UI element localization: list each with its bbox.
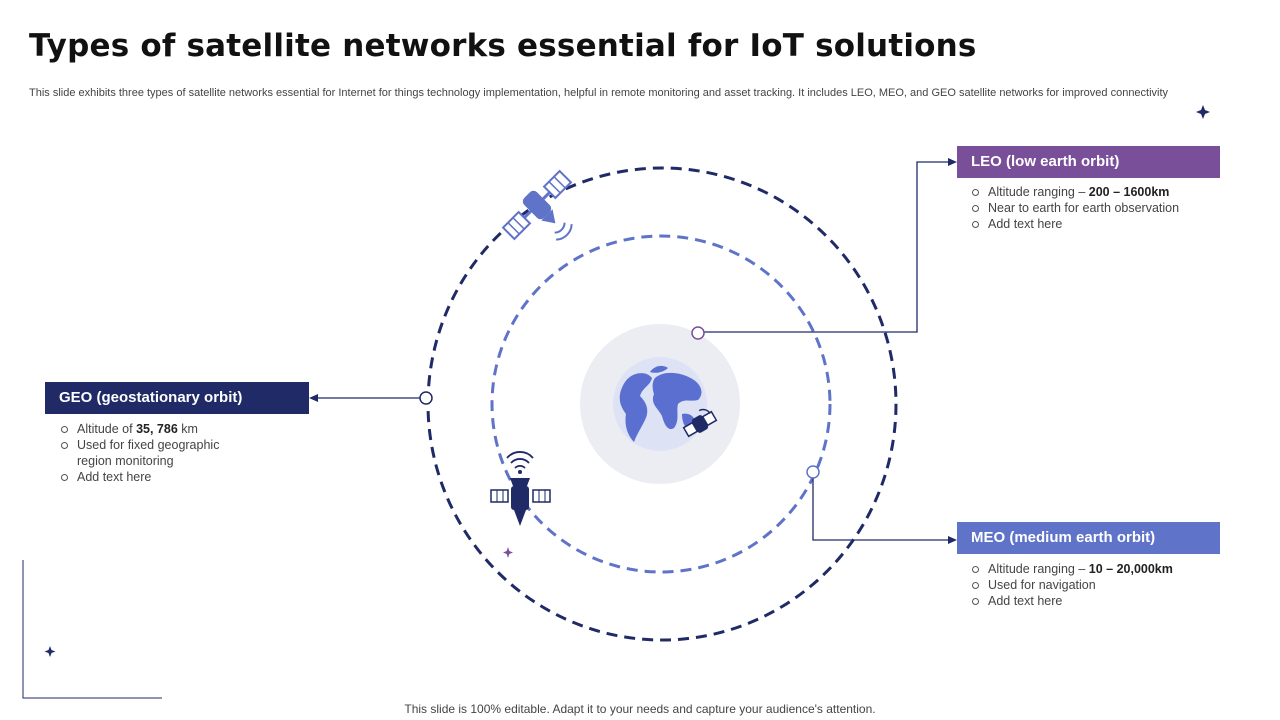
outer-orbit	[426, 166, 898, 642]
footer-note: This slide is 100% editable. Adapt it to…	[404, 702, 876, 716]
sparkle-icon	[503, 547, 513, 558]
sparkle-icon	[1196, 105, 1210, 119]
list-item: Used for fixed geographic region monitor…	[59, 437, 249, 469]
meo-marker	[806, 465, 820, 479]
globe-icon	[613, 357, 707, 451]
list-item: Used for navigation	[970, 577, 1220, 593]
page-subtitle: This slide exhibits three types of satel…	[29, 87, 1169, 99]
page-title: Types of satellite networks essential fo…	[29, 28, 977, 64]
list-item: Add text here	[970, 593, 1220, 609]
leo-panel-title: LEO (low earth orbit)	[957, 146, 1220, 178]
list-item: Near to earth for earth observation	[970, 200, 1220, 216]
list-item: Altitude of 35, 786 km	[59, 421, 249, 437]
satellite-icon	[490, 451, 551, 526]
leo-connector	[704, 161, 950, 333]
meo-bullet-list: Altitude ranging – 10 – 20,000km Used fo…	[970, 561, 1220, 609]
list-item: Altitude ranging – 200 – 1600km	[970, 184, 1220, 200]
list-item: Altitude ranging – 10 – 20,000km	[970, 561, 1220, 577]
meo-panel-title: MEO (medium earth orbit)	[957, 522, 1220, 554]
inner-orbit	[490, 234, 832, 574]
leo-bullet-list: Altitude ranging – 200 – 1600km Near to …	[970, 184, 1220, 232]
sparkle-icon	[44, 646, 56, 657]
corner-decoration	[22, 560, 162, 699]
satellite-icon	[682, 408, 718, 438]
geo-marker	[419, 391, 433, 405]
leo-marker	[691, 326, 705, 340]
meo-connector	[812, 478, 950, 541]
list-item: Add text here	[59, 469, 249, 485]
list-item: Add text here	[970, 216, 1220, 232]
geo-panel-title: GEO (geostationary orbit)	[45, 382, 309, 414]
geo-bullet-list: Altitude of 35, 786 km Used for fixed ge…	[59, 421, 249, 485]
satellite-icon	[501, 169, 573, 241]
